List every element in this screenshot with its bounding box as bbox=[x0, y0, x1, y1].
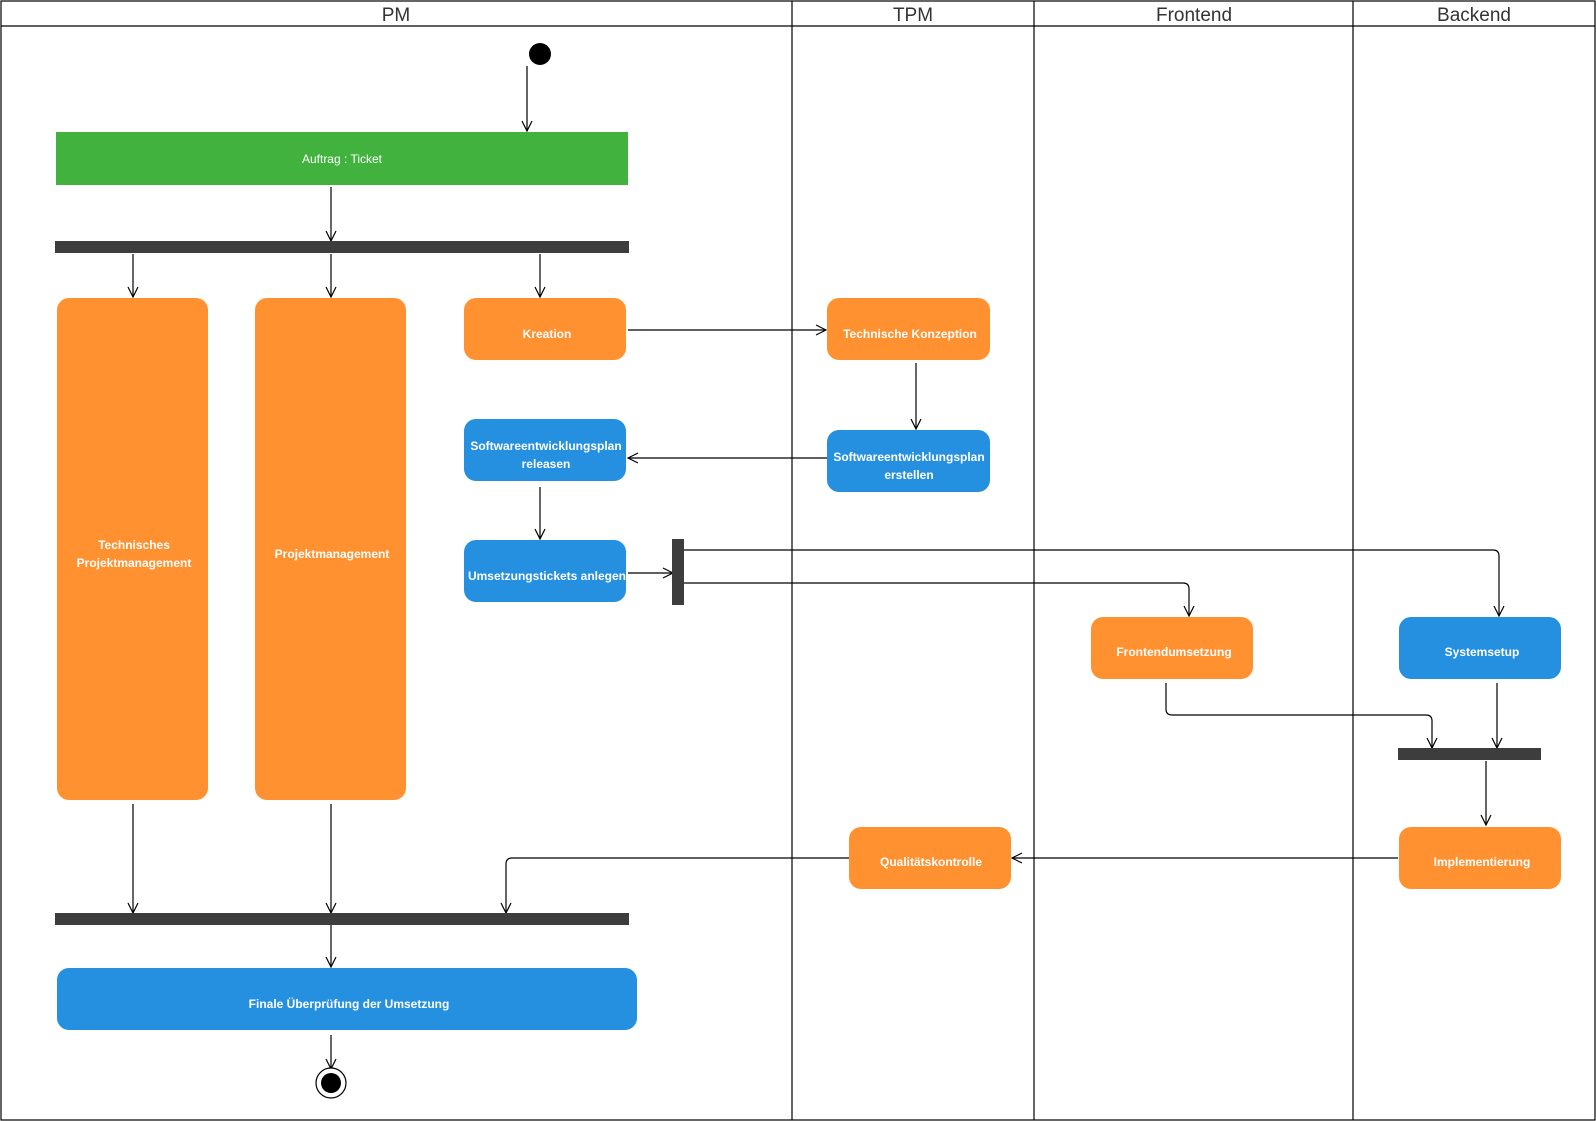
node-implementierung[interactable]: Implementierung bbox=[1399, 827, 1561, 889]
edge-fork2-to-systemsetup bbox=[684, 549, 1499, 616]
node-frontendumsetzung[interactable]: Frontendumsetzung bbox=[1091, 617, 1253, 679]
edge-frontend-to-join bbox=[1165, 683, 1432, 748]
node-tech-pm[interactable]: Technisches Projektmanagement bbox=[57, 298, 208, 800]
end-node bbox=[315, 1067, 347, 1099]
join-bar-backend bbox=[1398, 748, 1541, 760]
node-tech-konzeption[interactable]: Technische Konzeption bbox=[827, 298, 990, 360]
lane-title-frontend: Frontend bbox=[1156, 5, 1232, 26]
lane-title-backend: Backend bbox=[1437, 5, 1511, 26]
fork-bar-top bbox=[55, 241, 629, 253]
node-finale[interactable]: Finale Überprüfung der Umsetzung bbox=[57, 968, 637, 1030]
node-qualitaet[interactable]: Qualitätskontrolle bbox=[849, 827, 1011, 889]
node-auftrag-label: Auftrag : Ticket bbox=[302, 152, 383, 166]
node-finale-label: Finale Überprüfung der Umsetzung bbox=[249, 996, 450, 1011]
node-tech-konzeption-label: Technische Konzeption bbox=[843, 327, 977, 341]
node-auftrag[interactable]: Auftrag : Ticket bbox=[56, 132, 628, 185]
node-systemsetup-label: Systemsetup bbox=[1445, 645, 1520, 659]
fork-bar-tickets bbox=[672, 539, 684, 605]
edge-qualitaet-to-join bbox=[506, 857, 849, 913]
node-swplan-release-label-2: releasen bbox=[522, 457, 571, 471]
node-umsetzungstickets-label: Umsetzungstickets anlegen bbox=[468, 569, 626, 583]
node-kreation-label: Kreation bbox=[523, 327, 572, 341]
node-frontendumsetzung-label: Frontendumsetzung bbox=[1116, 645, 1231, 659]
edge-fork2-to-frontendumsetzung bbox=[684, 582, 1189, 616]
node-tech-pm-label-1: Technisches bbox=[98, 538, 170, 552]
node-kreation[interactable]: Kreation bbox=[464, 298, 626, 360]
node-umsetzungstickets[interactable]: Umsetzungstickets anlegen bbox=[464, 540, 626, 602]
node-swplan-erstellen-label-1: Softwareentwicklungsplan bbox=[833, 450, 984, 464]
lane-title-tpm: TPM bbox=[893, 5, 933, 26]
node-swplan-erstellen[interactable]: Softwareentwicklungsplan erstellen bbox=[827, 430, 990, 492]
node-projektmanagement-label: Projektmanagement bbox=[275, 547, 390, 561]
node-swplan-release-label-1: Softwareentwicklungsplan bbox=[470, 439, 621, 453]
node-projektmanagement[interactable]: Projektmanagement bbox=[255, 298, 406, 800]
node-qualitaet-label: Qualitätskontrolle bbox=[880, 855, 982, 869]
lane-title-pm: PM bbox=[382, 5, 411, 26]
node-implementierung-label: Implementierung bbox=[1434, 855, 1531, 869]
node-swplan-erstellen-label-2: erstellen bbox=[884, 468, 933, 482]
edges bbox=[133, 66, 1499, 1069]
start-node bbox=[529, 43, 551, 65]
node-systemsetup[interactable]: Systemsetup bbox=[1399, 617, 1561, 679]
node-tech-pm-label-2: Projektmanagement bbox=[77, 556, 192, 570]
node-swplan-release[interactable]: Softwareentwicklungsplan releasen bbox=[464, 419, 626, 481]
join-bar-bottom bbox=[55, 913, 629, 925]
